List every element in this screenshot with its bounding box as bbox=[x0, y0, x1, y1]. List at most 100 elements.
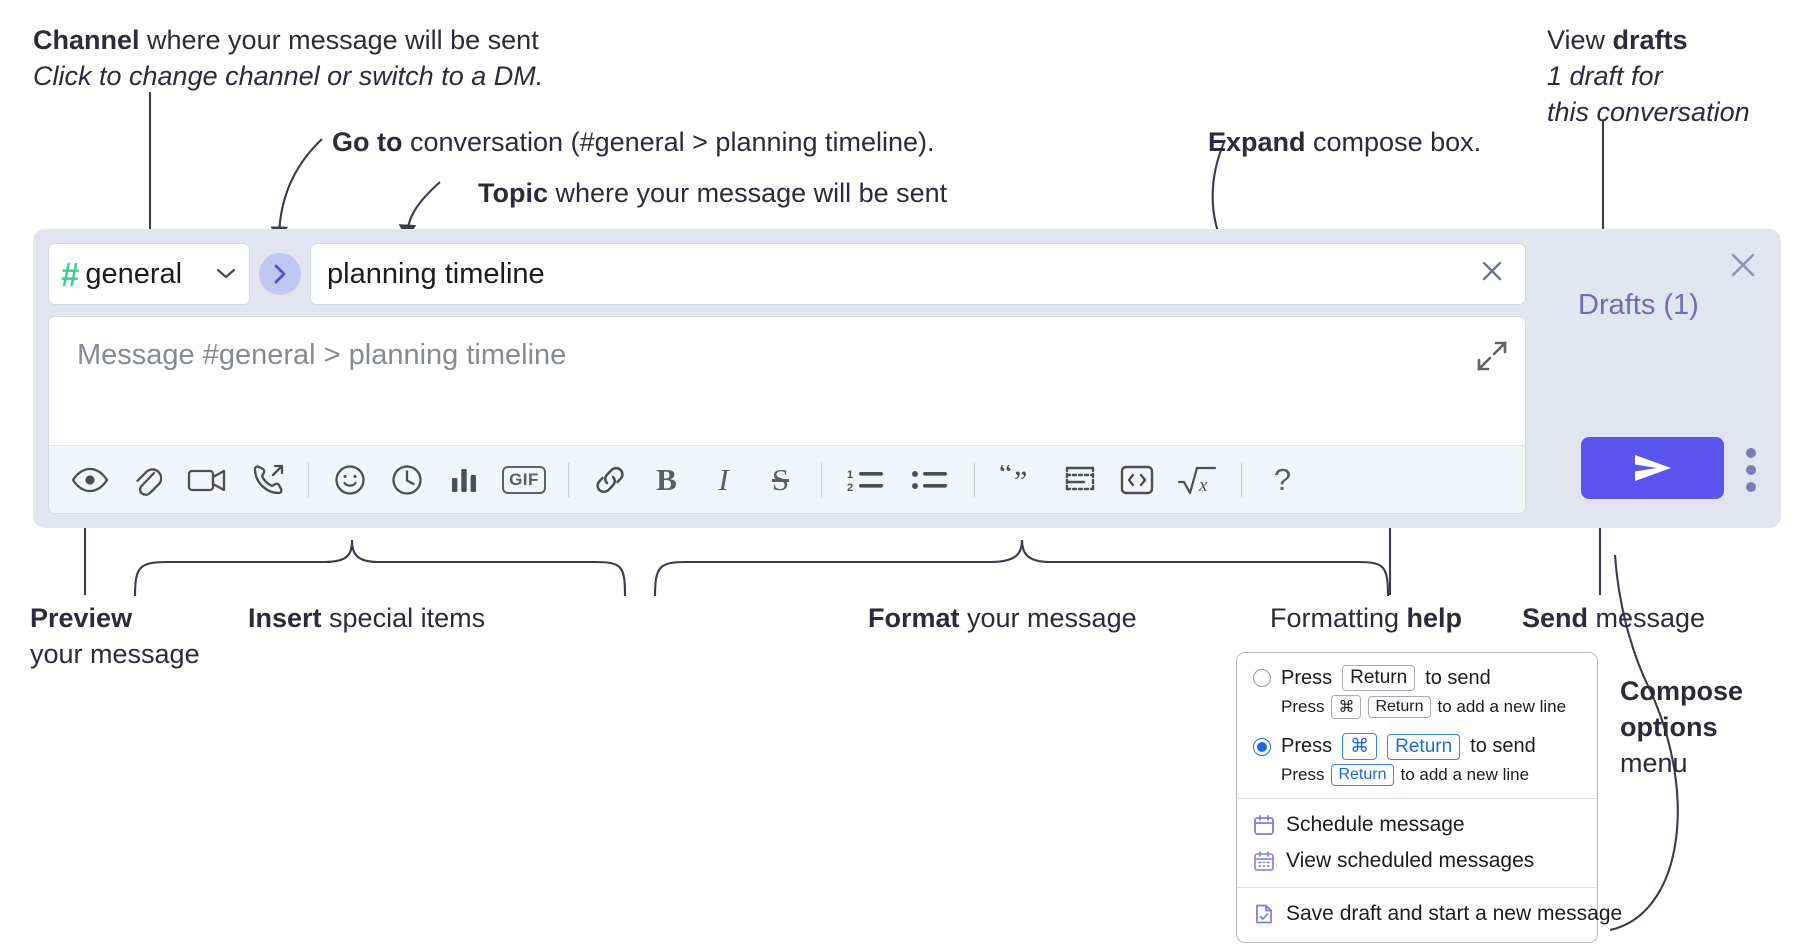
toolbar-divider bbox=[568, 462, 569, 497]
topic-input[interactable]: planning timeline bbox=[310, 243, 1526, 305]
kebab-dot bbox=[1746, 465, 1756, 475]
option2-pre: Press bbox=[1281, 735, 1333, 757]
annotation-view-drafts-bold: drafts bbox=[1612, 25, 1688, 55]
toolbar-divider bbox=[974, 462, 975, 497]
annotation-topic: Topic where your message will be sent bbox=[478, 175, 947, 211]
option1-sub-pre: Press bbox=[1281, 697, 1325, 716]
annotation-preview-line2: your message bbox=[30, 639, 200, 669]
option2-sub-post: to add a new line bbox=[1400, 765, 1530, 784]
compose-options-menu-button[interactable] bbox=[1746, 448, 1756, 499]
menu-item-schedule-message[interactable]: Schedule message bbox=[1237, 807, 1597, 843]
close-icon[interactable] bbox=[1473, 256, 1511, 292]
compose-box: # general planning timeline M bbox=[33, 229, 1781, 528]
clock-icon[interactable] bbox=[386, 459, 427, 500]
option2-sub-pre: Press bbox=[1281, 765, 1325, 784]
annotation-goto-bold: Go to bbox=[332, 127, 403, 157]
key-command: ⌘ bbox=[1342, 733, 1378, 760]
key-command: ⌘ bbox=[1331, 695, 1362, 719]
compose-header-row: # general planning timeline bbox=[48, 243, 1526, 305]
compose-options-menu: Press Return to send Press ⌘ Return to a… bbox=[1236, 652, 1622, 943]
phone-forward-icon[interactable] bbox=[247, 459, 288, 500]
menu-option-cmd-return-to-send[interactable]: Press ⌘ Return to send bbox=[1253, 733, 1581, 760]
annotation-view-drafts-sub1: 1 draft for bbox=[1547, 61, 1663, 91]
hash-icon: # bbox=[61, 255, 80, 293]
chevron-down-icon bbox=[215, 263, 237, 286]
annotation-channel-sub: Click to change channel or switch to a D… bbox=[33, 61, 544, 91]
help-label: ? bbox=[1273, 461, 1292, 497]
close-icon[interactable] bbox=[1727, 249, 1759, 286]
italic-label: I bbox=[718, 461, 729, 497]
annotation-goto: Go to conversation (#general > planning … bbox=[332, 124, 935, 160]
key-return: Return bbox=[1387, 733, 1461, 760]
key-return: Return bbox=[1342, 665, 1416, 691]
key-return: Return bbox=[1331, 764, 1394, 786]
annotation-compose-options-l2: options bbox=[1620, 712, 1718, 742]
menu-divider bbox=[1237, 887, 1597, 888]
annotation-expand-bold: Expand bbox=[1208, 127, 1306, 157]
bulleted-list-icon[interactable] bbox=[906, 459, 954, 500]
italic-icon[interactable]: I bbox=[703, 459, 744, 500]
svg-text:1: 1 bbox=[847, 469, 853, 481]
channel-name: general bbox=[85, 257, 183, 290]
menu-draft-section: Save draft and start a new message bbox=[1237, 888, 1622, 942]
menu-option-return-to-send[interactable]: Press Return to send bbox=[1253, 665, 1581, 691]
annotation-compose-options-l1: Compose bbox=[1620, 676, 1744, 706]
annotation-channel: Channel where your message will be sent … bbox=[33, 22, 543, 94]
strikethrough-icon[interactable]: S bbox=[760, 459, 801, 500]
annotation-topic-rest: where your message will be sent bbox=[548, 178, 948, 208]
topic-value: planning timeline bbox=[327, 257, 545, 290]
channel-selector[interactable]: # general bbox=[48, 243, 250, 305]
gif-icon[interactable]: GIF bbox=[500, 459, 548, 500]
math-icon[interactable]: x bbox=[1173, 459, 1221, 500]
menu-item-save-draft[interactable]: Save draft and start a new message bbox=[1237, 896, 1622, 932]
message-input-placeholder[interactable]: Message #general > planning timeline bbox=[77, 339, 567, 371]
radio-button[interactable] bbox=[1253, 669, 1271, 687]
bold-icon[interactable]: B bbox=[646, 459, 687, 500]
menu-divider bbox=[1237, 798, 1597, 799]
emoji-icon[interactable] bbox=[329, 459, 370, 500]
goto-conversation-button[interactable] bbox=[259, 253, 301, 295]
calendar-icon bbox=[1253, 814, 1275, 836]
code-block-icon[interactable] bbox=[1059, 459, 1100, 500]
menu-item-view-scheduled-messages[interactable]: View scheduled messages bbox=[1237, 843, 1597, 879]
video-icon[interactable] bbox=[183, 459, 231, 500]
svg-text:”: ” bbox=[1014, 465, 1027, 495]
menu-option2-hint: Press Return to add a new line bbox=[1281, 764, 1581, 786]
help-icon[interactable]: ? bbox=[1262, 459, 1303, 500]
key-return: Return bbox=[1368, 696, 1431, 718]
calendar-grid-icon bbox=[1253, 850, 1275, 872]
annotation-format-bold: Format bbox=[868, 603, 960, 633]
option1-pre: Press bbox=[1281, 666, 1333, 689]
annotation-expand-rest: compose box. bbox=[1305, 127, 1482, 157]
send-button[interactable] bbox=[1581, 437, 1724, 499]
formatting-toolbar: GIF B I S bbox=[49, 445, 1525, 513]
poll-icon[interactable] bbox=[443, 459, 484, 500]
menu-item-label: View scheduled messages bbox=[1286, 849, 1535, 872]
annotation-channel-bold: Channel bbox=[33, 25, 140, 55]
bold-label: B bbox=[656, 461, 677, 497]
annotation-preview: Preview your message bbox=[30, 600, 200, 672]
annotation-insert: Insert special items bbox=[248, 600, 485, 636]
svg-text:2: 2 bbox=[847, 482, 853, 493]
annotation-view-drafts-sub2: this conversation bbox=[1547, 97, 1750, 127]
attachment-icon[interactable] bbox=[126, 459, 167, 500]
expand-icon[interactable] bbox=[1475, 339, 1509, 373]
gif-label: GIF bbox=[502, 465, 546, 494]
message-card: Message #general > planning timeline bbox=[48, 316, 1526, 514]
radio-button-selected[interactable] bbox=[1253, 737, 1271, 756]
send-preference-section: Press Return to send Press ⌘ Return to a… bbox=[1237, 653, 1597, 798]
menu-option1-hint: Press ⌘ Return to add a new line bbox=[1281, 695, 1581, 719]
option2-post: to send bbox=[1470, 735, 1536, 757]
drafts-link[interactable]: Drafts (1) bbox=[1578, 289, 1699, 321]
annotation-format: Format your message bbox=[868, 600, 1137, 636]
preview-icon[interactable] bbox=[69, 459, 110, 500]
annotation-view-drafts-lead: View bbox=[1547, 25, 1613, 55]
blockquote-icon[interactable]: “ ” bbox=[995, 459, 1043, 500]
annotation-expand: Expand compose box. bbox=[1208, 124, 1481, 160]
link-icon[interactable] bbox=[589, 459, 630, 500]
code-icon[interactable] bbox=[1116, 459, 1157, 500]
svg-text:“: “ bbox=[999, 465, 1012, 490]
annotation-send: Send message bbox=[1522, 600, 1705, 636]
annotation-compose-options-l3: menu bbox=[1620, 748, 1688, 778]
